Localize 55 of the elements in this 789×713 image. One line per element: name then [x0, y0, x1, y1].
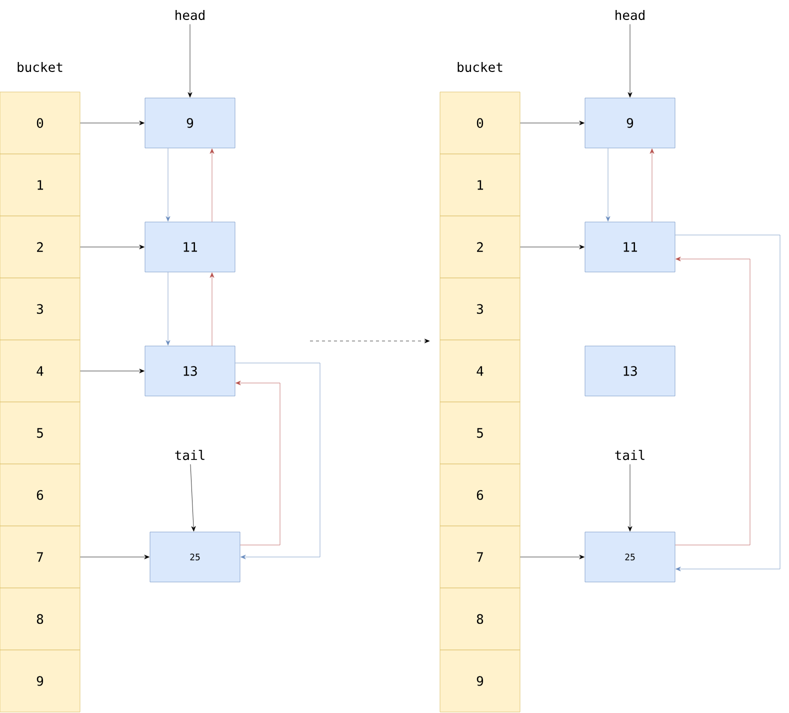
pointer-label: tail — [175, 450, 204, 460]
bucket-cell: 6 — [0, 464, 80, 526]
list-node-box: 9 — [144, 98, 236, 148]
arrow — [80, 368, 144, 374]
bucket-cell: 3 — [0, 278, 80, 340]
arrow — [80, 554, 150, 560]
arrow — [236, 380, 280, 546]
arrow — [675, 256, 750, 546]
pointer-label: tail — [615, 450, 644, 460]
bucket-cell: 4 — [0, 340, 80, 402]
list-node-box: 25 — [150, 532, 240, 582]
bucket-cell: 8 — [0, 588, 80, 650]
arrow — [188, 24, 192, 98]
arrow — [80, 120, 144, 126]
arrow — [520, 554, 584, 560]
bucket-cell: 2 — [0, 216, 80, 278]
arrow — [628, 464, 632, 532]
arrow — [628, 24, 632, 98]
arrow — [520, 244, 584, 250]
pointer-label: head — [616, 10, 644, 20]
bucket-cell: 1 — [0, 154, 80, 216]
column-heading: bucket — [458, 62, 502, 72]
column-heading: bucket — [18, 62, 62, 72]
arrow — [166, 272, 170, 346]
list-node-box: 11 — [584, 222, 676, 272]
arrow — [606, 148, 610, 222]
list-node-box: 25 — [584, 532, 676, 582]
arrow — [650, 148, 654, 222]
arrow — [675, 234, 780, 572]
bucket-cell: 8 — [440, 588, 520, 650]
bucket-cell: 4 — [440, 340, 520, 402]
list-node-box: 13 — [144, 346, 236, 396]
arrow — [235, 362, 320, 560]
arrow — [210, 272, 214, 346]
bucket-cell: 1 — [440, 154, 520, 216]
bucket-cell: 3 — [440, 278, 520, 340]
arrow — [80, 244, 144, 250]
bucket-cell: 6 — [440, 464, 520, 526]
arrow — [166, 148, 170, 222]
arrow — [210, 148, 214, 222]
arrow — [190, 464, 196, 532]
list-node-box: 9 — [584, 98, 676, 148]
bucket-cell: 7 — [0, 526, 80, 588]
bucket-cell: 9 — [0, 650, 80, 712]
list-node-box: 13 — [584, 346, 676, 396]
bucket-cell: 0 — [0, 92, 80, 154]
bucket-cell: 0 — [440, 92, 520, 154]
pointer-label: head — [176, 10, 204, 20]
arrow — [520, 120, 584, 126]
list-node-box: 11 — [144, 222, 236, 272]
bucket-cell: 5 — [0, 402, 80, 464]
bucket-cell: 5 — [440, 402, 520, 464]
bucket-cell: 9 — [440, 650, 520, 712]
bucket-cell: 2 — [440, 216, 520, 278]
bucket-cell: 7 — [440, 526, 520, 588]
